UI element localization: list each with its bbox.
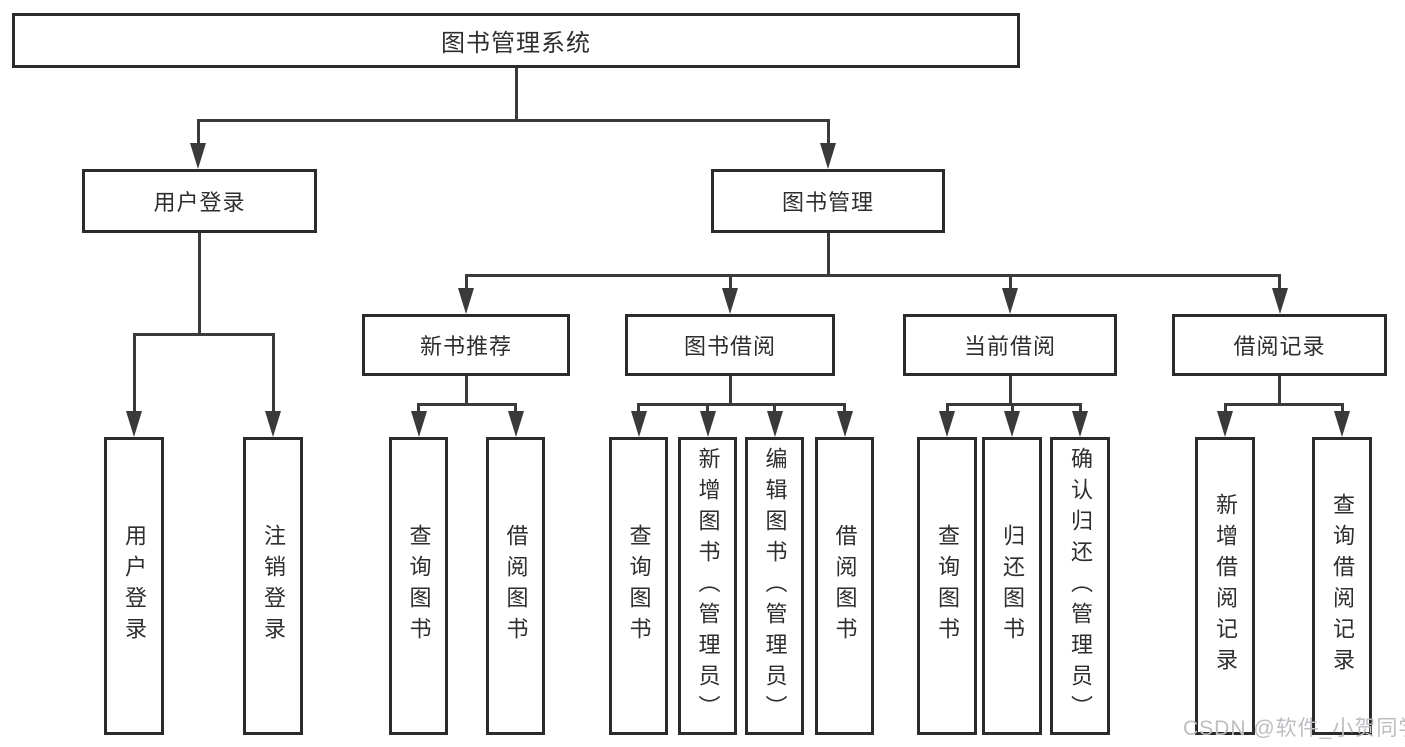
leaf-label: 编辑图书（管理员）: [762, 446, 788, 726]
connector-line: [1008, 376, 1012, 405]
connector-line: [945, 403, 949, 415]
connector-line: [843, 403, 846, 415]
leaf-query-books-borrow: 查询图书: [609, 437, 668, 735]
connector-line: [514, 68, 518, 122]
connector-line: [1078, 403, 1082, 415]
arrowhead-icon: [458, 288, 474, 314]
connector-line: [132, 333, 275, 336]
node-borrow-records: 借阅记录: [1172, 314, 1387, 376]
connector-line: [637, 403, 846, 406]
arrowhead-icon: [836, 411, 853, 437]
node-user-login: 用户登录: [82, 169, 317, 233]
connector-line: [1223, 403, 1227, 415]
connector-line: [1340, 403, 1344, 415]
node-current-borrow: 当前借阅: [903, 314, 1117, 376]
connector-line: [1008, 274, 1012, 290]
arrowhead-icon: [939, 411, 955, 437]
node-book-management: 图书管理: [711, 169, 945, 233]
connector-line: [514, 403, 517, 415]
leaf-logout: 注销登录: [243, 437, 303, 735]
leaf-label: 查询借阅记录: [1330, 493, 1355, 679]
connector-line: [196, 119, 830, 122]
leaf-label: 新增图书（管理员）: [695, 446, 721, 726]
connector-line: [1010, 403, 1014, 415]
leaf-label: 查询图书: [935, 524, 960, 648]
leaf-query-books-recommend: 查询图书: [389, 437, 448, 735]
leaf-edit-books-admin: 编辑图书（管理员）: [745, 437, 804, 735]
connector-line: [728, 274, 732, 290]
arrowhead-icon: [1004, 411, 1020, 437]
arrowhead-icon: [1217, 411, 1233, 437]
arrowhead-icon: [820, 143, 836, 169]
leaf-add-borrow-record: 新增借阅记录: [1195, 437, 1255, 735]
csdn-watermark: CSDN @软件_小贺同学: [1183, 717, 1405, 740]
arrowhead-icon: [190, 143, 206, 169]
node-new-book-recommend: 新书推荐: [362, 314, 570, 376]
connector-line: [706, 403, 709, 415]
leaf-return-books: 归还图书: [982, 437, 1042, 735]
connector-line: [945, 403, 1082, 406]
arrowhead-icon: [699, 411, 716, 437]
leaf-user-login: 用户登录: [104, 437, 164, 735]
leaf-label: 查询图书: [626, 524, 652, 648]
leaf-query-borrow-record: 查询借阅记录: [1312, 437, 1372, 735]
connector-line: [417, 403, 420, 415]
arrowhead-icon: [1002, 288, 1018, 314]
arrowhead-icon: [507, 411, 524, 437]
leaf-confirm-return-admin: 确认归还（管理员）: [1050, 437, 1110, 735]
connector-line: [1278, 376, 1281, 405]
connector-line: [1223, 403, 1344, 406]
connector-line: [417, 403, 517, 406]
connector-line: [464, 376, 468, 405]
arrowhead-icon: [1072, 411, 1088, 437]
arrowhead-icon: [1334, 411, 1350, 437]
arrowhead-icon: [1271, 288, 1288, 314]
leaf-borrow-books: 借阅图书: [815, 437, 874, 735]
arrowhead-icon: [126, 411, 142, 437]
leaf-query-books-current: 查询图书: [917, 437, 977, 735]
node-book-borrow: 图书借阅: [625, 314, 835, 376]
connector-line: [464, 274, 468, 290]
connector-line: [826, 119, 830, 149]
arrowhead-icon: [630, 411, 647, 437]
arrowhead-icon: [265, 411, 281, 437]
leaf-label: 注销登录: [261, 524, 286, 648]
leaf-add-books-admin: 新增图书（管理员）: [678, 437, 737, 735]
connector-line: [271, 333, 275, 413]
connector-line: [637, 403, 640, 415]
leaf-label: 借阅图书: [503, 524, 529, 648]
leaf-label: 确认归还（管理员）: [1068, 446, 1093, 726]
connector-line: [1278, 274, 1281, 290]
leaf-label: 用户登录: [122, 524, 147, 648]
arrowhead-icon: [410, 411, 427, 437]
connector-line: [196, 119, 200, 149]
leaf-borrow-books-recommend: 借阅图书: [486, 437, 545, 735]
leaf-label: 新增借阅记录: [1213, 493, 1238, 679]
node-library-management-system: 图书管理系统: [12, 13, 1020, 68]
connector-line: [132, 333, 136, 413]
arrowhead-icon: [766, 411, 783, 437]
connector-line: [826, 233, 830, 277]
connector-line: [198, 233, 201, 336]
connector-line: [728, 376, 732, 405]
leaf-label: 归还图书: [1000, 524, 1025, 648]
arrowhead-icon: [722, 288, 738, 314]
connector-line: [464, 274, 1281, 277]
leaf-label: 查询图书: [406, 524, 432, 648]
leaf-label: 借阅图书: [832, 524, 858, 648]
connector-line: [773, 403, 776, 415]
